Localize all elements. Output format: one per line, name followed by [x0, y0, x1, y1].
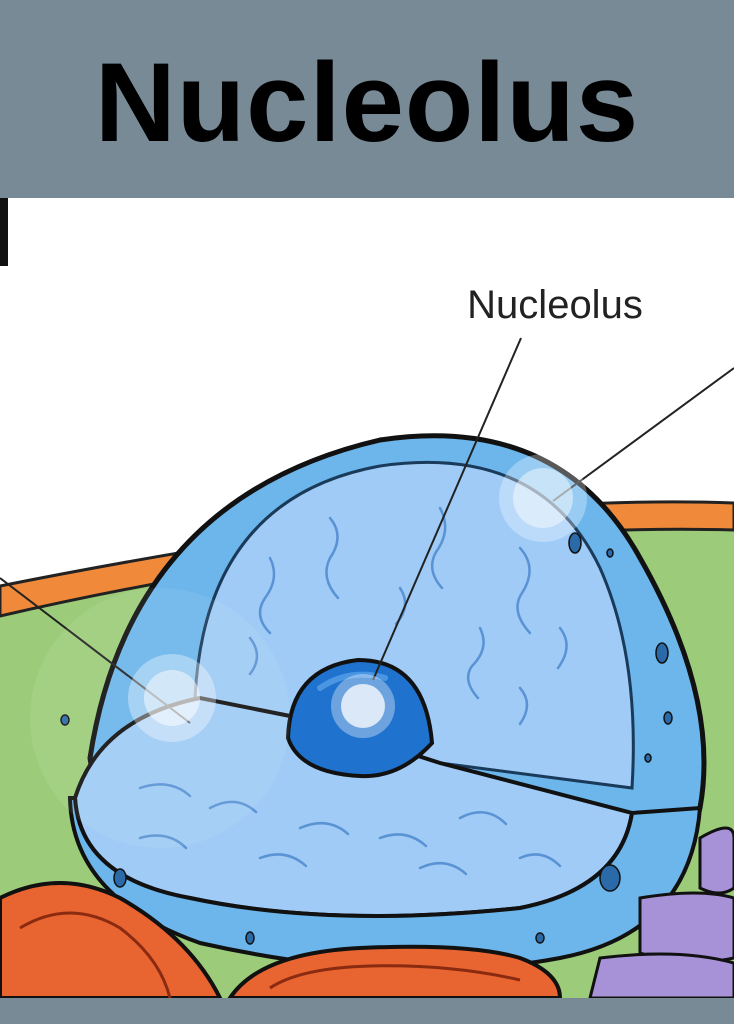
nuclear-envelope-lower — [67, 796, 703, 972]
nucleolus-label: Nucleolus — [467, 283, 643, 327]
page-title: Nucleolus — [94, 40, 640, 165]
highlight-markers — [30, 454, 587, 848]
nuclear-pores — [60, 532, 673, 945]
title-banner: Nucleolus — [0, 0, 734, 198]
mitochondrion-center — [227, 944, 563, 998]
edge-fragment — [0, 198, 8, 266]
golgi-apparatus — [588, 826, 734, 998]
diagram-svg: Nucleolus — [0, 198, 734, 998]
mitochondrion-cristae-center — [269, 964, 521, 990]
cell-diagram: Nucleolus — [0, 198, 734, 998]
chromatin — [138, 506, 568, 876]
mitochondrion-cristae-left — [19, 911, 172, 998]
mitochondrion-left — [0, 881, 223, 998]
bottom-bar — [0, 998, 734, 1024]
nucleolus-highlight — [317, 671, 388, 691]
